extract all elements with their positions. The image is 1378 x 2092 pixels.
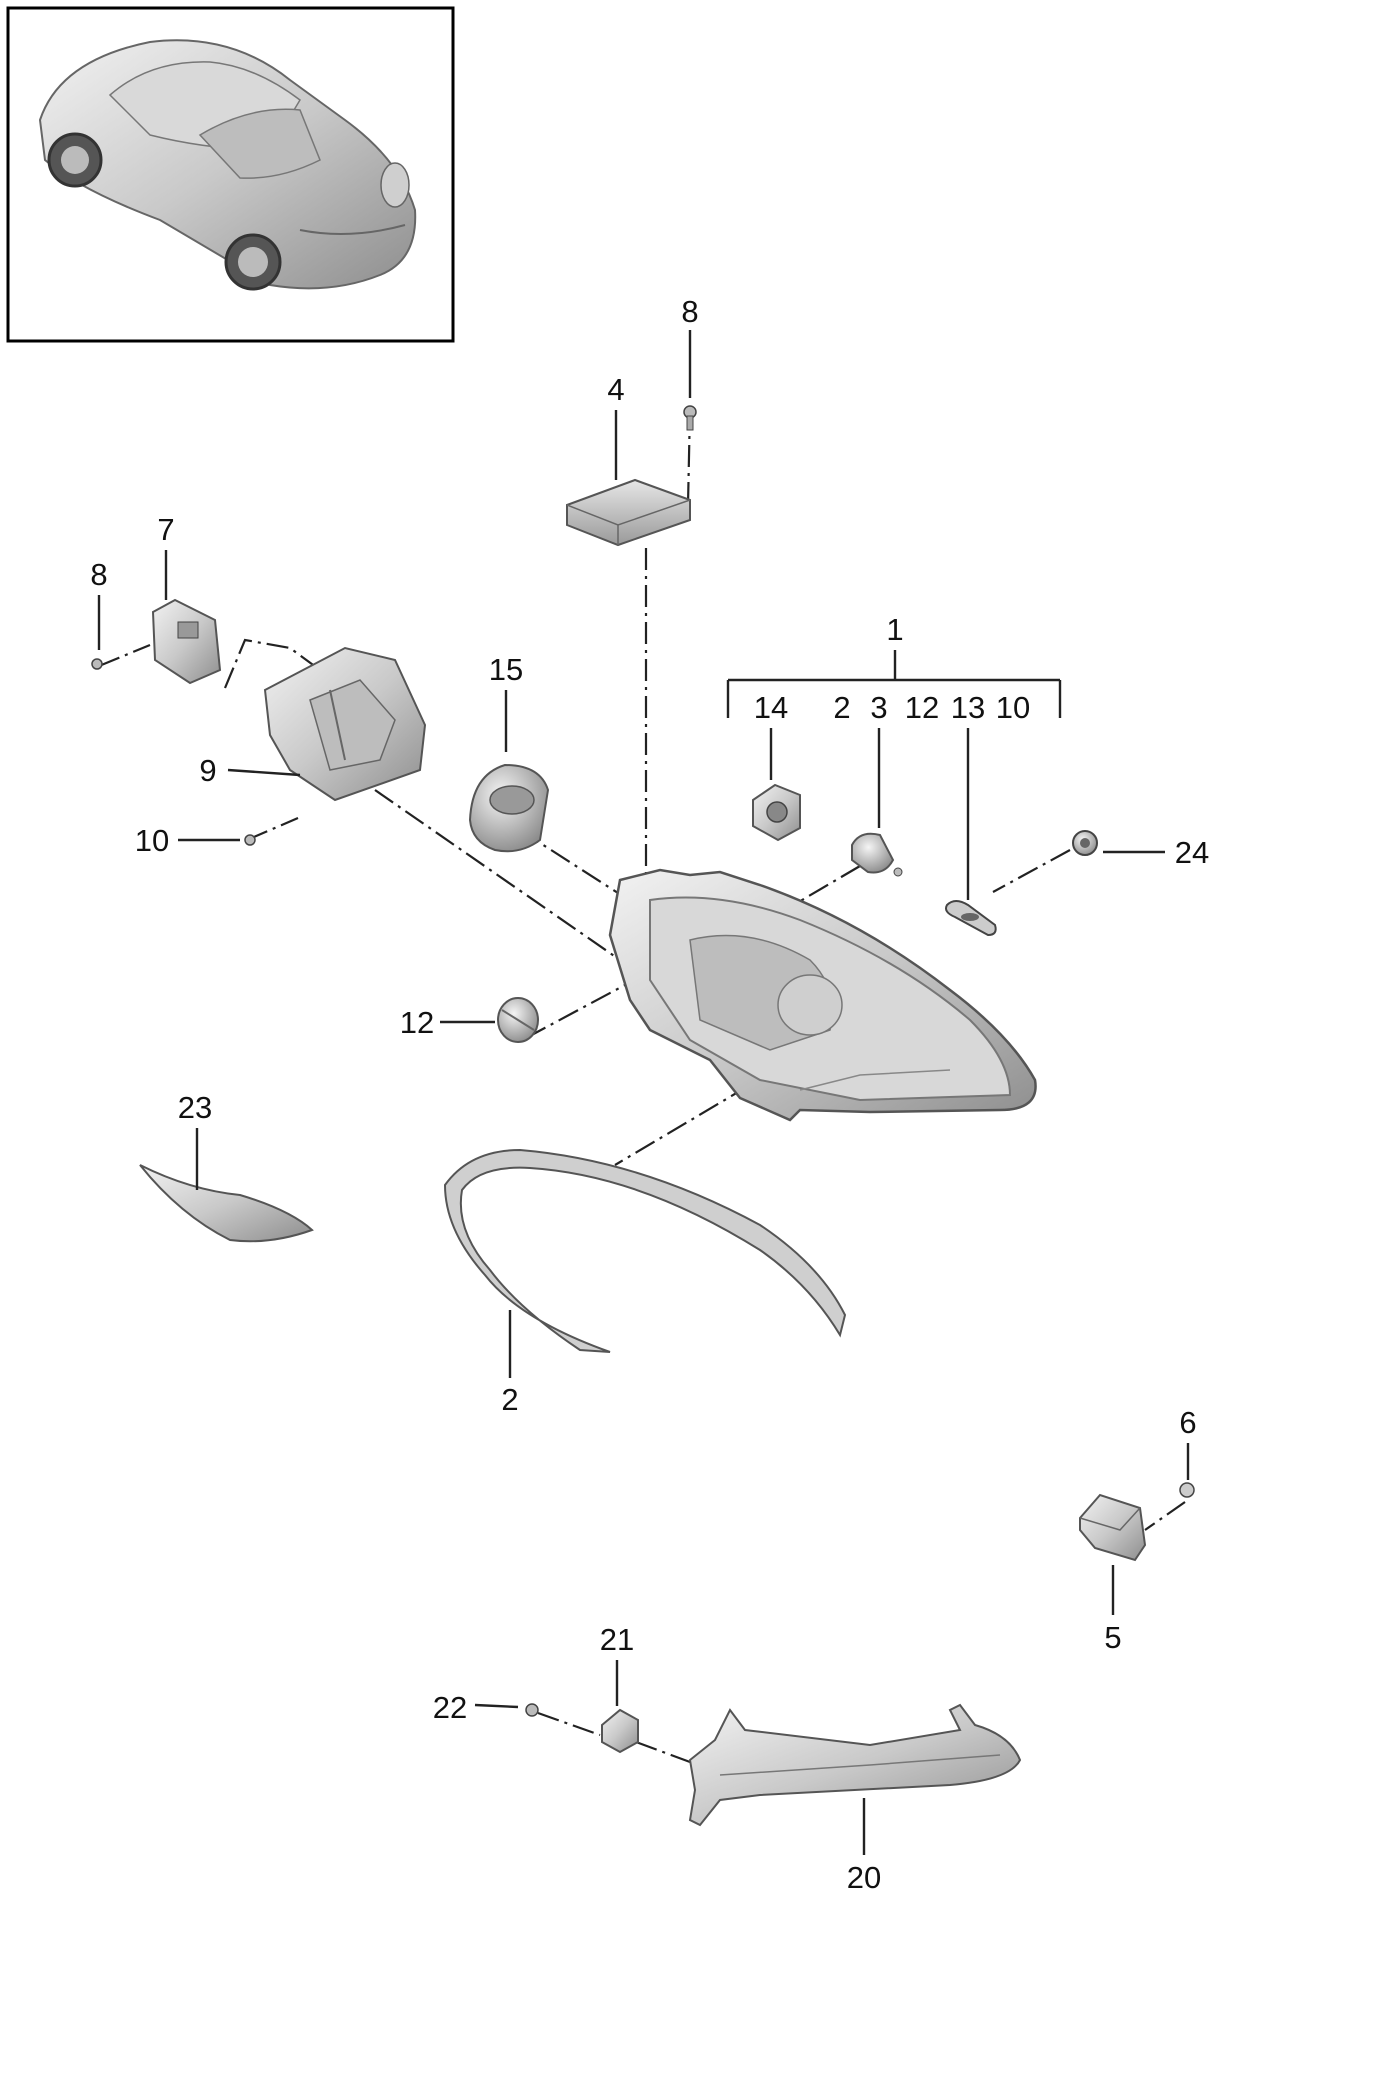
callout-14: 14: [754, 690, 788, 725]
assembly-lines: [98, 407, 1186, 1764]
trim-strip-2: [443, 1148, 847, 1353]
callouts: 1 14 2 3 12 13 10 8 4 7 8 15 9 10 24 12 …: [90, 294, 1209, 1895]
module-7: [151, 598, 222, 685]
nut-6: [1179, 1482, 1195, 1498]
callout-1: 1: [886, 612, 903, 647]
callout-10-group: 10: [996, 690, 1030, 725]
callout-8-top: 8: [681, 294, 698, 329]
callout-15: 15: [489, 652, 523, 687]
callout-24: 24: [1175, 835, 1209, 870]
car-image: [38, 39, 417, 291]
callout-22: 22: [433, 1690, 467, 1725]
callout-4: 4: [607, 372, 624, 407]
screw-22: [525, 1703, 539, 1717]
motor-3: [851, 832, 903, 877]
side-marker-23: [139, 1164, 314, 1243]
callout-3: 3: [870, 690, 887, 725]
callout-23: 23: [178, 1090, 212, 1125]
bracket-9: [263, 646, 427, 802]
callout-21: 21: [600, 1622, 634, 1657]
grommet-24: [1072, 830, 1098, 856]
running-light-20: [688, 1703, 1022, 1827]
callout-10: 10: [135, 823, 169, 858]
bulb-holder-14: [752, 783, 801, 842]
vehicle-thumbnail: [6, 6, 455, 343]
screw-8-left: [91, 658, 103, 670]
control-unit-4: [566, 478, 691, 547]
bulb-socket-21: [601, 1708, 639, 1754]
cap-12: [497, 997, 539, 1043]
module-5: [1079, 1493, 1147, 1562]
cap-15: [468, 763, 550, 853]
callout-20: 20: [847, 1860, 881, 1895]
callout-2: 2: [501, 1382, 518, 1417]
gasket-13: [945, 900, 997, 937]
callout-9: 9: [199, 753, 216, 788]
callout-8-left: 8: [90, 557, 107, 592]
callout-5: 5: [1104, 1620, 1121, 1655]
headlight-assembly-1: [608, 868, 1037, 1122]
callout-7: 7: [157, 512, 174, 547]
callout-12-group: 12: [905, 690, 939, 725]
screw-10: [244, 834, 256, 846]
screw-8-top: [683, 405, 697, 431]
callout-2-group: 2: [833, 690, 850, 725]
callout-6: 6: [1179, 1405, 1196, 1440]
callout-13: 13: [951, 690, 985, 725]
parts: [91, 405, 1195, 1827]
callout-12: 12: [400, 1005, 434, 1040]
leader-lines: [97, 330, 1190, 1855]
